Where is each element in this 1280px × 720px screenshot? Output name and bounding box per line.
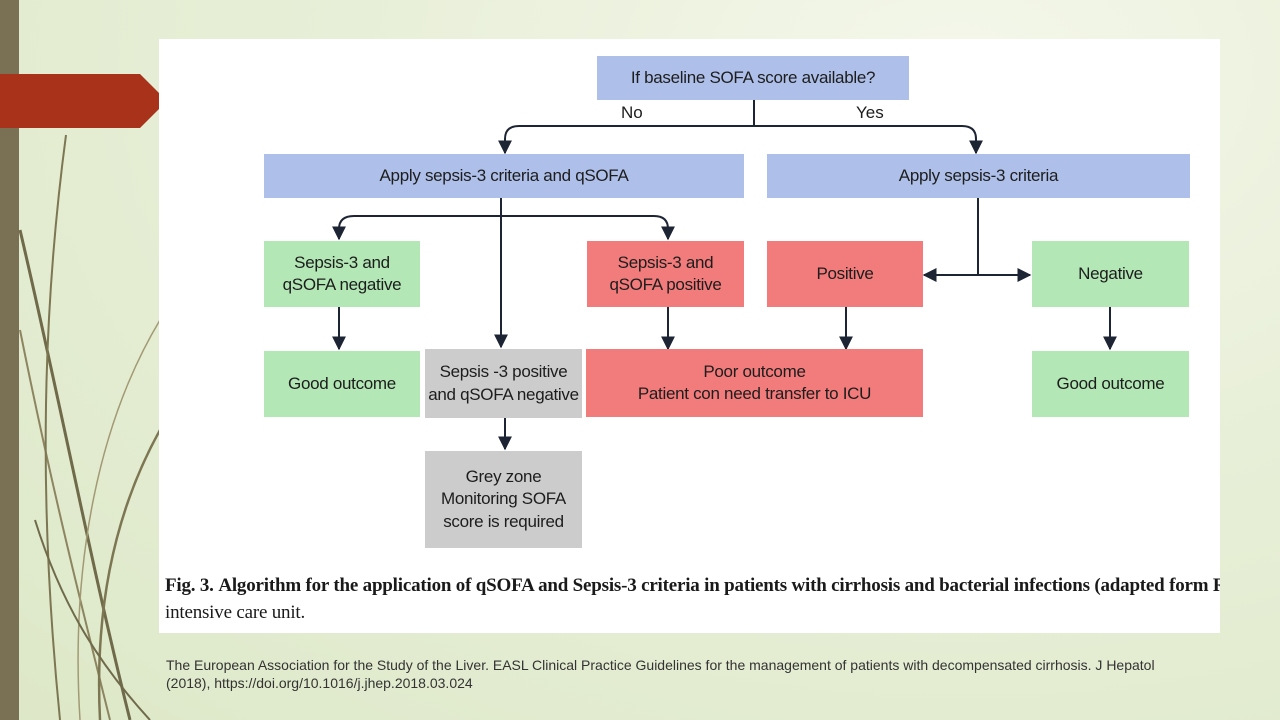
sepsis3-positive-qsofa-negative-box: Sepsis -3 positive and qSOFA negative <box>425 349 582 418</box>
sepsis3-qsofa-positive-box: Sepsis-3 and qSOFA positive <box>587 241 744 307</box>
figure-image: If baseline SOFA score available? No Yes… <box>159 39 1220 633</box>
arrow-to-sepsis-positive <box>653 215 675 241</box>
apply-sepsis3-qsofa-box: Apply sepsis-3 criteria and qSOFA <box>264 154 744 198</box>
caption-fig-label: Fig. 3. <box>165 575 214 596</box>
branch-label-no: No <box>621 103 643 122</box>
grey-zone-box: Grey zone Monitoring SOFA score is requi… <box>425 451 582 548</box>
source-citation: The European Association for the Study o… <box>166 657 1155 692</box>
apply-sepsis3-box: Apply sepsis-3 criteria <box>767 154 1190 198</box>
good-outcome-right-box: Good outcome <box>1032 351 1189 417</box>
decorative-vines <box>18 134 162 720</box>
negative-box: Negative <box>1032 241 1189 307</box>
figure-caption: Fig. 3. Algorithm for the application of… <box>165 573 1220 626</box>
poor-outcome-box: Poor outcome Patient con need transfer t… <box>586 349 923 417</box>
arrow-to-right-criteria <box>754 125 983 155</box>
left-decor-bar <box>0 0 19 720</box>
slide-accent-tab <box>0 74 160 128</box>
sepsis3-qsofa-negative-box: Sepsis-3 and qSOFA negative <box>264 241 420 307</box>
arrow-to-left-criteria <box>498 125 754 155</box>
branch-label-yes: Yes <box>856 103 884 122</box>
positive-box: Positive <box>767 241 923 307</box>
caption-title: Algorithm for the application of qSOFA a… <box>218 575 1220 596</box>
good-outcome-left-box: Good outcome <box>264 351 420 417</box>
arrow-to-sepsis-negative <box>332 215 355 241</box>
flowchart-connectors <box>332 100 1117 451</box>
baseline-sofa-question-box: If baseline SOFA score available? <box>597 56 909 100</box>
caption-line2: intensive care unit. <box>165 601 306 623</box>
